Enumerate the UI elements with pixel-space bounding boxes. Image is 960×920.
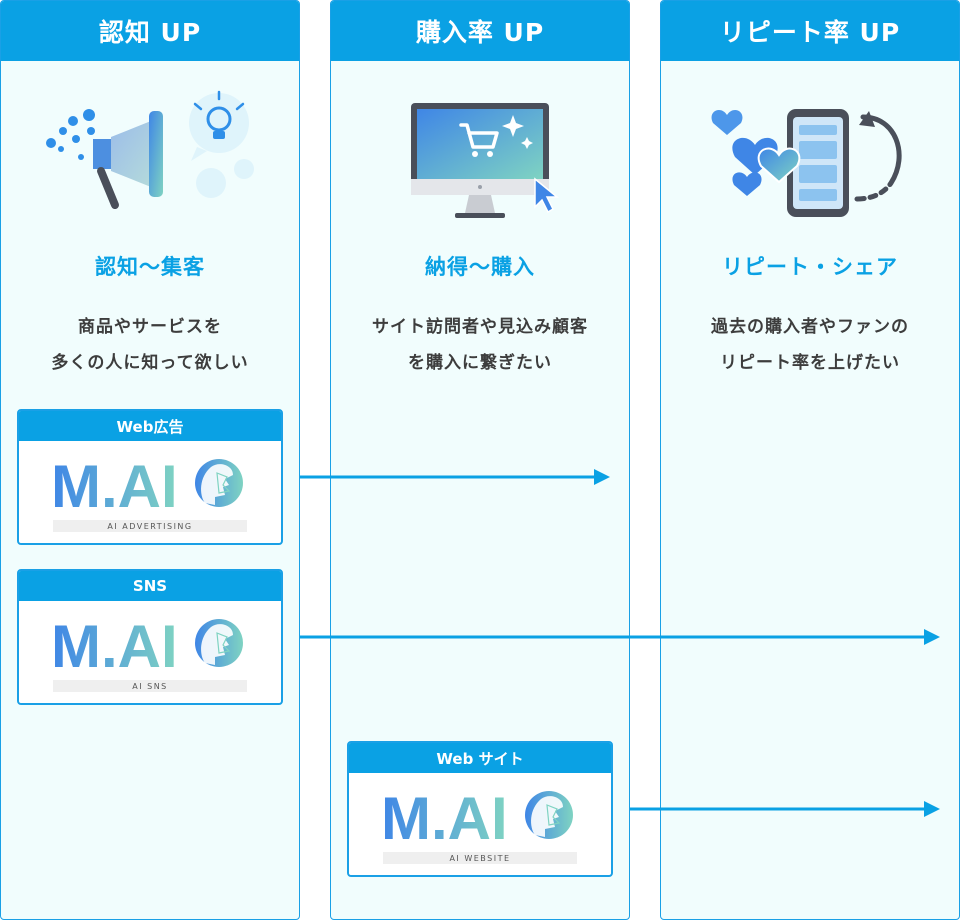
arrow-web-ads-to-purchase [300, 469, 610, 485]
description-line: を購入に繋ぎたい [408, 353, 552, 373]
logo-caption: AI SNS [53, 680, 247, 692]
card-sns[interactable]: SNS M.AI AI SNS [17, 569, 283, 705]
card-label: Web広告 [19, 411, 281, 441]
description-line: サイト訪問者や見込み顧客 [372, 317, 588, 337]
card-label: SNS [19, 571, 281, 601]
description-line: 多くの人に知って欲しい [51, 353, 249, 373]
column-subtitle: 納得〜購入 [425, 255, 535, 279]
card-web-ads[interactable]: Web広告 M.AI AI ADVERTISING [17, 409, 283, 545]
card-label: Web サイト [349, 743, 611, 773]
logo-text: M.AI [51, 615, 178, 673]
logo-caption: AI WEBSITE [383, 852, 577, 864]
monitor-cart-icon [411, 103, 560, 218]
megaphone-icon [46, 90, 254, 209]
column-header: リピート率 UP [661, 1, 959, 61]
column-description: 商品やサービスを 多くの人に知って欲しい [1, 309, 299, 381]
mai-logo: M.AI [51, 455, 243, 513]
description-line: 過去の購入者やファンの [711, 317, 909, 337]
logo-text: M.AI [381, 787, 508, 845]
logo-text: M.AI [51, 455, 178, 513]
column-subtitle: 認知〜集客 [95, 255, 205, 279]
description-line: リピート率を上げたい [720, 353, 900, 373]
column-subtitle: リピート・シェア [722, 255, 898, 279]
column-repeat: リピート率 UP リピート・シェア 過去の購入者やファンの リピート率を上げたい [660, 0, 960, 920]
description-line: 商品やサービスを [78, 317, 222, 337]
arrow-website-to-repeat [630, 801, 940, 817]
mai-logo: M.AI [381, 787, 573, 845]
column-header: 購入率 UP [331, 1, 629, 61]
card-website[interactable]: Web サイト M.AI AI WEBSITE [347, 741, 613, 877]
logo-caption: AI ADVERTISING [53, 520, 247, 532]
column-header: 認知 UP [1, 1, 299, 61]
arrow-sns-to-repeat [300, 629, 940, 645]
mai-logo: M.AI [51, 615, 243, 673]
phone-hearts-icon [711, 109, 902, 217]
column-description: 過去の購入者やファンの リピート率を上げたい [661, 309, 959, 381]
column-description: サイト訪問者や見込み顧客 を購入に繋ぎたい [331, 309, 629, 381]
